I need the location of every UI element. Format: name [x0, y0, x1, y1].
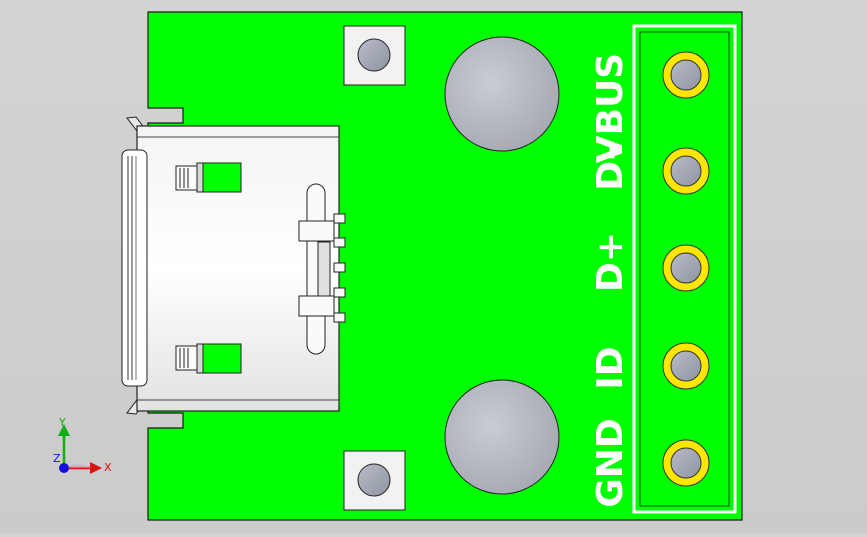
pad-gnd	[662, 439, 710, 487]
label-gnd: GND	[590, 418, 631, 508]
axis-z-label: Z	[53, 452, 61, 465]
pad-vbus	[662, 51, 710, 99]
pad-d-minus	[662, 147, 710, 195]
axis-y-label: Y	[58, 416, 66, 429]
label-id: ID	[590, 346, 631, 389]
pad-d-plus	[662, 244, 710, 292]
header-outline	[632, 24, 737, 514]
label-d-minus: D-	[590, 145, 631, 191]
large-hole-bottom	[444, 379, 560, 495]
silkscreen-labels: VBUS D- D+ ID GND	[590, 53, 631, 508]
mount-pad-bottom	[343, 450, 406, 511]
header-pads	[662, 51, 710, 487]
axis-triad: Y X Z	[53, 416, 112, 474]
label-d-plus: D+	[590, 232, 631, 292]
pad-id	[662, 342, 710, 390]
large-hole-top	[444, 36, 560, 152]
label-vbus: VBUS	[590, 53, 631, 163]
mount-pad-top	[343, 25, 406, 86]
axis-x-label: X	[104, 461, 112, 474]
micro-usb-connector	[121, 116, 346, 415]
